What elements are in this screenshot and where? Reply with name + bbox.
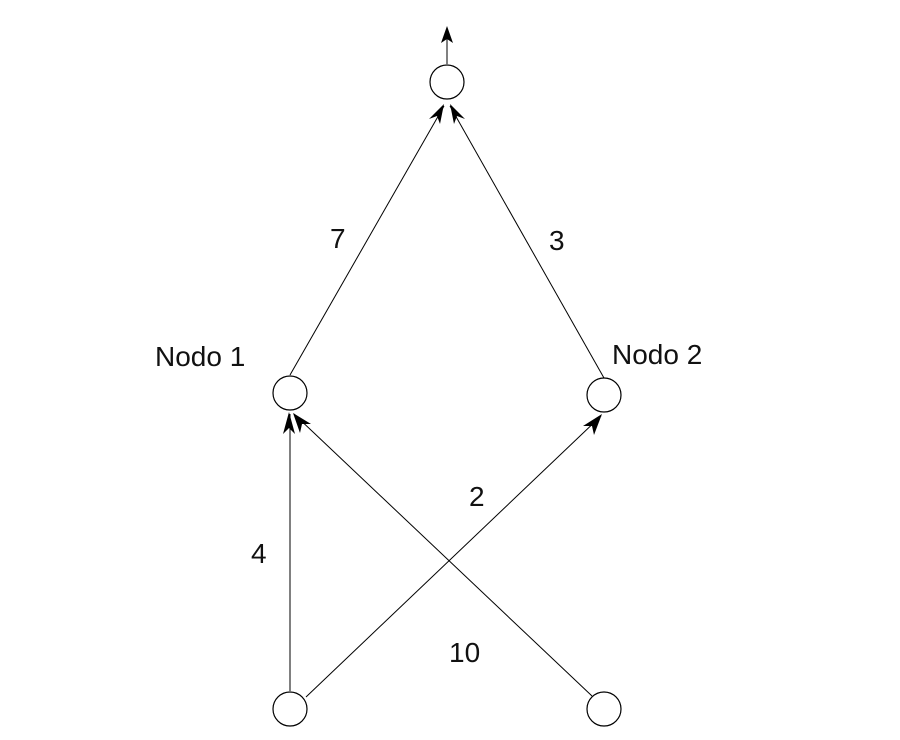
arrowhead-bottomright-to-nodo1 [293, 413, 311, 433]
weight-bottomleft-to-nodo1: 4 [251, 538, 267, 569]
arrowhead-bottomleft-to-nodo1 [283, 412, 295, 434]
arrowhead-top-output [441, 26, 453, 43]
node-nodo-2 [586, 377, 622, 413]
bottom-right-node [586, 691, 622, 727]
weight-bottomright-to-nodo1: 10 [449, 637, 480, 668]
edge-nodo2-to-top [449, 105, 605, 379]
node-nodo-1 [272, 375, 308, 411]
top-node [429, 64, 465, 100]
arrowhead-nodo2-to-top [450, 104, 465, 124]
weight-nodo1-to-top: 7 [330, 223, 346, 254]
label-nodo-2: Nodo 2 [612, 339, 702, 370]
arrowhead-bottomleft-to-nodo2 [583, 414, 602, 435]
bottom-left-node [272, 691, 308, 727]
edge-bottomright-to-nodo1 [293, 413, 593, 697]
edge-bottomleft-to-nodo2 [305, 415, 602, 698]
label-nodo-1: Nodo 1 [155, 341, 245, 372]
edge-nodo1-to-top [289, 105, 445, 376]
weight-nodo2-to-top: 3 [549, 225, 565, 256]
weight-bottomleft-to-nodo2: 2 [469, 481, 485, 512]
arrowhead-nodo1-to-top [429, 104, 444, 124]
